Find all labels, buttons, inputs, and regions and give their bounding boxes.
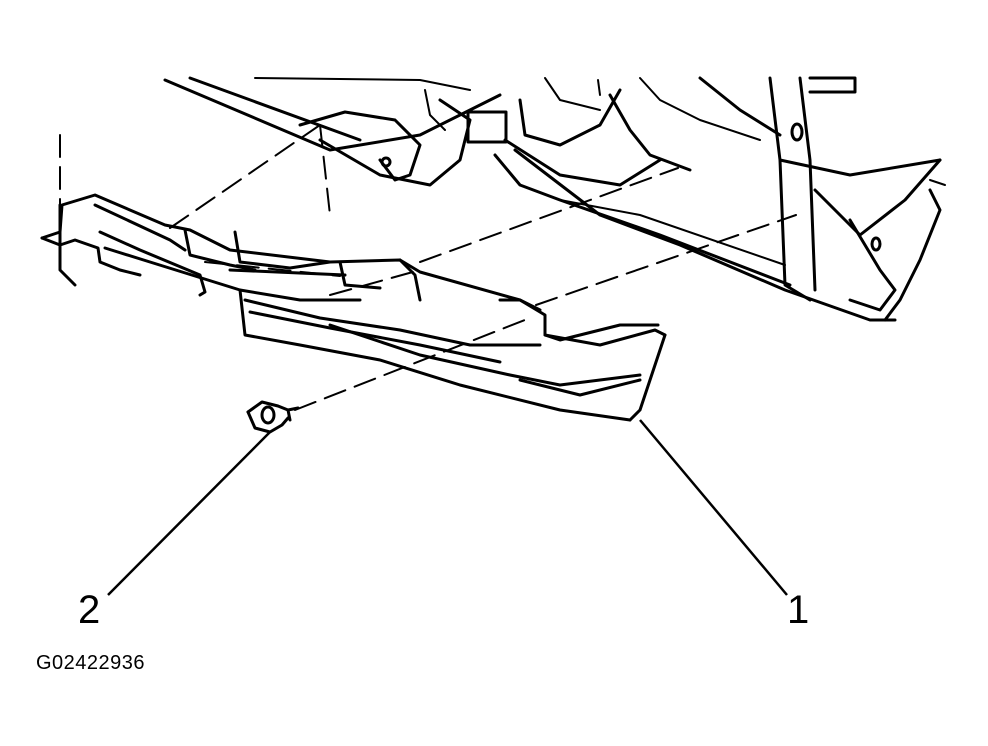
callout-1-leader: [639, 419, 788, 596]
callout-2-label: 2: [78, 588, 101, 632]
figure-id: G02422936: [36, 652, 146, 674]
callout-2-leader: [107, 431, 271, 596]
vehicle-body-structure: [163, 76, 946, 322]
push-pin-retainer: [246, 400, 300, 434]
bumper-fascia: [40, 193, 667, 422]
callout-1-label: 1: [787, 588, 810, 632]
alignment-lines: [59, 124, 797, 411]
